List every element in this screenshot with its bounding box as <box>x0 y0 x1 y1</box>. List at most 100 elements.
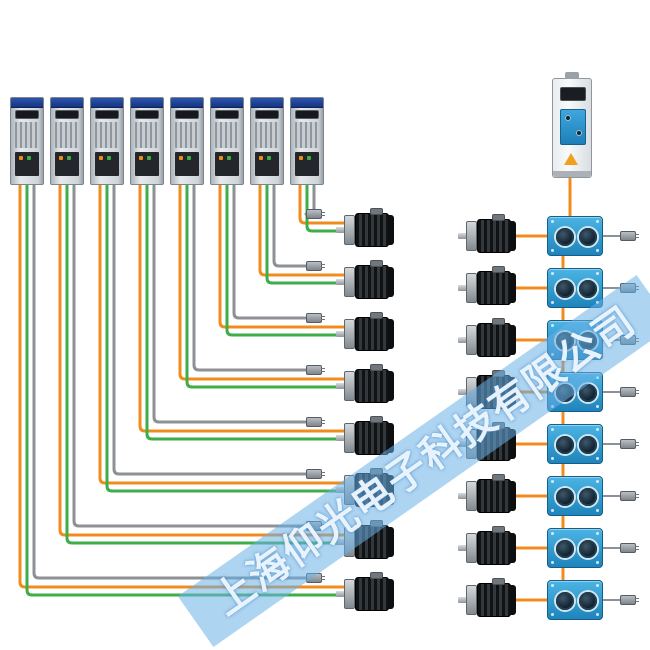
motor-flange <box>466 481 477 511</box>
motor-flange <box>466 585 477 615</box>
screw-icon <box>551 428 554 431</box>
drive-ports <box>215 152 239 176</box>
module-port <box>556 228 574 246</box>
drive-led-orange <box>299 156 303 160</box>
drive-vents <box>95 122 119 148</box>
drive-ports <box>15 152 39 176</box>
motor-shaft <box>336 591 345 597</box>
motor-body <box>477 583 511 617</box>
motor-body <box>355 317 389 351</box>
plug-pins <box>635 234 639 240</box>
motor-body <box>355 421 389 455</box>
connector-plug <box>306 365 325 375</box>
servo-motor <box>458 526 516 566</box>
cable <box>65 184 348 545</box>
cable <box>265 184 348 285</box>
plug-pins <box>321 472 325 478</box>
motor-shaft <box>458 389 467 395</box>
motor-shaft <box>458 597 467 603</box>
drive-ports <box>135 152 159 176</box>
motor-cap <box>510 533 516 563</box>
drive-vents <box>135 122 159 148</box>
motor-cap <box>510 221 516 251</box>
motor-flange <box>344 319 355 349</box>
motor-shaft <box>336 331 345 337</box>
motor-connector <box>492 214 505 221</box>
drive-vents <box>55 122 79 148</box>
module-port <box>556 436 574 454</box>
motor-connector <box>370 260 383 267</box>
drive-led-orange <box>259 156 263 160</box>
motor-connector <box>492 318 505 325</box>
drive-header <box>291 98 323 108</box>
cable <box>72 184 308 528</box>
screw-icon <box>596 428 599 431</box>
motor-cap <box>388 319 394 349</box>
module-port <box>579 540 597 558</box>
plug-pins <box>321 264 325 270</box>
motor-cap <box>388 267 394 297</box>
screw-icon <box>551 324 554 327</box>
distribution-module <box>547 528 603 568</box>
cable <box>225 184 348 337</box>
motor-cap <box>510 429 516 459</box>
connector-plug <box>620 387 639 397</box>
servo-drive <box>50 97 84 185</box>
screw-icon <box>596 405 599 408</box>
cable <box>192 184 308 372</box>
drive-led-green <box>67 156 71 160</box>
plug-pins <box>635 598 639 604</box>
drive-led-green <box>267 156 271 160</box>
drive-led-green <box>187 156 191 160</box>
motor-body <box>477 323 511 357</box>
drive-display <box>96 111 118 118</box>
screw-icon <box>596 532 599 535</box>
warning-icon <box>564 153 578 165</box>
connector-plug <box>306 313 325 323</box>
cable <box>272 184 308 268</box>
motor-shaft <box>458 285 467 291</box>
distribution-module <box>547 424 603 464</box>
screw-icon <box>551 613 554 616</box>
drive-ports <box>55 152 79 176</box>
motor-shaft <box>336 279 345 285</box>
motor-cap <box>510 481 516 511</box>
motor-shaft <box>336 383 345 389</box>
motor-cap <box>388 579 394 609</box>
motor-body <box>355 369 389 403</box>
connector-plug <box>620 491 639 501</box>
motor-flange <box>344 267 355 297</box>
screw-icon <box>551 584 554 587</box>
screw-icon <box>551 532 554 535</box>
servo-motor <box>336 260 394 300</box>
motor-body <box>477 479 511 513</box>
screw-icon <box>551 509 554 512</box>
controller-port <box>576 130 582 136</box>
servo-motor <box>458 578 516 618</box>
cable <box>152 184 308 424</box>
motor-body <box>355 577 389 611</box>
screw-icon <box>596 220 599 223</box>
drive-led-orange <box>19 156 23 160</box>
motor-cap <box>388 527 394 557</box>
motor-shaft <box>458 545 467 551</box>
connector-plug <box>620 595 639 605</box>
drive-led-green <box>147 156 151 160</box>
controller-top-connector <box>565 72 579 79</box>
screw-icon <box>596 249 599 252</box>
servo-motor <box>458 214 516 254</box>
cable <box>258 184 348 277</box>
motor-flange <box>344 215 355 245</box>
drive-ports <box>175 152 199 176</box>
drive-header <box>171 98 203 108</box>
drive-ports <box>95 152 119 176</box>
cable <box>112 184 308 476</box>
module-port <box>579 488 597 506</box>
cable <box>32 184 308 580</box>
screw-icon <box>596 457 599 460</box>
servo-drive <box>170 97 204 185</box>
drive-header <box>11 98 43 108</box>
distribution-module <box>547 580 603 620</box>
